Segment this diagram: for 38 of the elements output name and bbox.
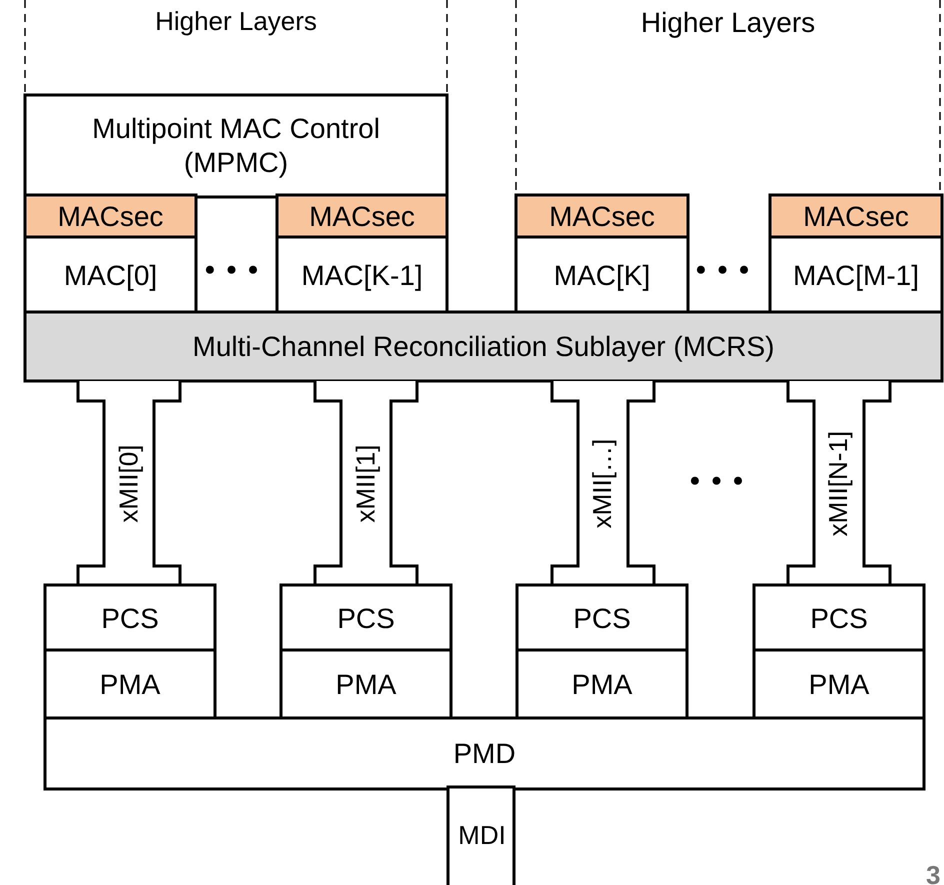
interface-block bbox=[448, 787, 514, 885]
layer-label: MACsec bbox=[549, 200, 655, 234]
layer-label: PCS bbox=[101, 602, 159, 636]
layer-label: MACsec bbox=[58, 200, 164, 234]
layer-label: PMD bbox=[453, 736, 516, 770]
layer-label: MAC[K] bbox=[554, 258, 650, 292]
layer-label: PMA bbox=[100, 668, 160, 702]
layer-label: MAC[M-1] bbox=[793, 258, 919, 292]
layer-label: Higher Layers bbox=[640, 6, 816, 40]
interface-connector bbox=[788, 381, 890, 586]
layer-label: PMA bbox=[572, 668, 632, 702]
layer-label: MAC[K-1] bbox=[301, 258, 423, 292]
layer-label: Higher Layers bbox=[155, 6, 317, 38]
layer-label: MACsec bbox=[803, 200, 909, 234]
layer-label: MAC[0] bbox=[64, 258, 158, 292]
layer-label: xMII[1] bbox=[350, 444, 382, 522]
layer-label: xMII[…] bbox=[587, 438, 618, 528]
ellipsis-dots: • • • bbox=[696, 254, 751, 286]
layer-label: PCS bbox=[810, 602, 868, 636]
layer-label: MACsec bbox=[309, 200, 415, 234]
layer-band bbox=[25, 0, 447, 95]
interface-connector bbox=[78, 381, 180, 586]
layer-label: PCS bbox=[337, 602, 395, 636]
layer-label: MDI bbox=[458, 820, 506, 852]
layer-label: PMA bbox=[336, 668, 396, 702]
layer-label: PMA bbox=[808, 668, 870, 702]
interface-connector bbox=[552, 381, 654, 586]
interface-connector bbox=[315, 381, 417, 586]
ellipsis-dots: • • • bbox=[690, 465, 745, 497]
layer-label: xMII[N-1] bbox=[823, 430, 854, 536]
layer-box bbox=[25, 95, 447, 197]
page-number: 3 bbox=[926, 860, 942, 885]
layer-label: xMII[0] bbox=[113, 444, 144, 522]
ellipsis-dots: • • • bbox=[205, 254, 260, 286]
layer-label: Multi-Channel Reconciliation Sublayer (MCRS) bbox=[192, 330, 774, 364]
layer-box bbox=[25, 312, 942, 381]
layer-label: Multipoint MAC Control (MPMC) bbox=[91, 112, 381, 180]
layer-label: PCS bbox=[573, 602, 631, 636]
